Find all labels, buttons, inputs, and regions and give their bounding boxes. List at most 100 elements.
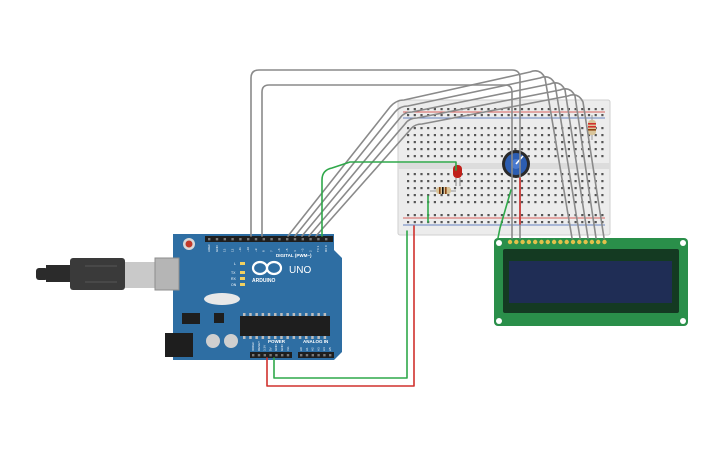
bb-hole <box>407 155 410 158</box>
bb-hole <box>440 141 443 144</box>
bb-hole <box>487 155 490 158</box>
analog-pin-label: A3 <box>316 347 320 351</box>
potentiometer[interactable] <box>502 150 530 178</box>
rail-hole <box>480 214 483 217</box>
header-hole <box>309 238 312 241</box>
bb-hole <box>534 201 537 204</box>
rail-hole <box>474 214 477 217</box>
bb-hole <box>561 173 564 176</box>
bb-hole <box>507 194 510 197</box>
wire-gray[interactable] <box>308 88 597 239</box>
bb-hole <box>460 194 463 197</box>
digital-pin-header[interactable] <box>205 236 333 242</box>
atmega-chip <box>240 316 330 336</box>
digital-pin-label: ~10 <box>246 247 250 252</box>
power-pin-label: GND <box>280 344 284 352</box>
chip-leg <box>286 313 289 316</box>
header-hole <box>286 238 289 241</box>
chip-leg <box>317 336 320 339</box>
resistor-band <box>439 187 441 194</box>
arduino-uno[interactable]: ARDUINO UNO DIGITAL (PWM~) POWER ANALOG … <box>36 234 342 360</box>
header-hole <box>252 354 255 357</box>
bb-hole <box>527 194 530 197</box>
wire-green-gnd[interactable] <box>273 230 408 379</box>
bb-hole <box>494 187 497 190</box>
bb-hole <box>567 201 570 204</box>
rail-hole <box>420 108 423 111</box>
bb-hole <box>541 155 544 158</box>
bb-hole <box>554 201 557 204</box>
rail-hole <box>467 214 470 217</box>
usb-b-jack <box>154 257 180 291</box>
wire-gray[interactable] <box>301 82 589 239</box>
rail-hole <box>407 221 410 224</box>
bb-hole <box>520 141 524 144</box>
wire-green-led[interactable] <box>321 161 457 237</box>
bb-hole <box>494 134 497 137</box>
resistor-led[interactable] <box>430 187 456 194</box>
power-jack <box>165 333 193 357</box>
bb-hole <box>547 127 550 130</box>
bb-hole <box>480 187 483 190</box>
bb-hole <box>487 187 490 190</box>
resistor-band <box>588 129 596 131</box>
header-hole <box>223 238 226 241</box>
bb-hole <box>534 127 537 130</box>
lcd-module[interactable] <box>494 238 688 326</box>
bb-hole <box>561 155 564 158</box>
bb-hole <box>567 127 570 130</box>
reset-button-cap[interactable] <box>185 240 193 248</box>
chip-leg <box>305 336 308 339</box>
bb-hole <box>453 201 457 204</box>
wire-red-5v[interactable] <box>266 225 415 387</box>
bb-hole <box>460 134 463 137</box>
wire-green-pot[interactable] <box>497 189 512 239</box>
chip-leg <box>243 336 246 339</box>
bb-hole <box>480 141 483 144</box>
bb-hole <box>601 180 604 183</box>
rail-hole <box>594 221 597 224</box>
led-indicator <box>240 262 245 265</box>
bb-hole <box>541 134 544 137</box>
led-body <box>453 165 462 178</box>
bb-hole <box>487 127 490 130</box>
bb-hole <box>567 134 570 137</box>
rail-hole <box>407 108 410 111</box>
rail-hole <box>487 108 490 111</box>
rail-hole <box>500 214 503 217</box>
power-pin-label: IOREF <box>251 342 255 351</box>
bb-hole <box>494 201 497 204</box>
bb-hole <box>534 155 537 158</box>
bb-hole <box>534 134 537 137</box>
bb-hole <box>467 127 470 130</box>
bb-hole <box>554 134 557 137</box>
wire-gray[interactable] <box>315 94 605 239</box>
rail-hole <box>581 214 584 217</box>
bb-hole <box>460 201 463 204</box>
lcd-pin <box>596 239 601 245</box>
rail-hole <box>574 108 577 111</box>
rail-hole <box>474 108 477 111</box>
chip-leg <box>249 336 252 339</box>
led-indicator <box>240 283 245 286</box>
arduino-logo-icon <box>251 260 283 276</box>
resistor-backlight[interactable] <box>588 115 596 140</box>
bb-hole <box>460 187 463 190</box>
bb-hole <box>480 155 483 158</box>
wire-gray[interactable] <box>287 70 573 239</box>
rail-hole <box>433 214 436 217</box>
analog-pin-header[interactable] <box>298 352 334 358</box>
lcd-screen <box>509 261 672 303</box>
wire-gray[interactable] <box>261 84 513 239</box>
digital-pin-label: GND <box>215 245 219 253</box>
bb-hole <box>547 141 550 144</box>
bb-hole <box>567 155 570 158</box>
chip-leg <box>305 313 308 316</box>
rail-hole <box>507 114 510 117</box>
bb-hole <box>601 141 604 144</box>
rail-hole <box>440 108 443 111</box>
voltage-regulator <box>182 313 200 324</box>
bb-hole <box>460 127 463 130</box>
wire-gray[interactable] <box>294 76 581 239</box>
